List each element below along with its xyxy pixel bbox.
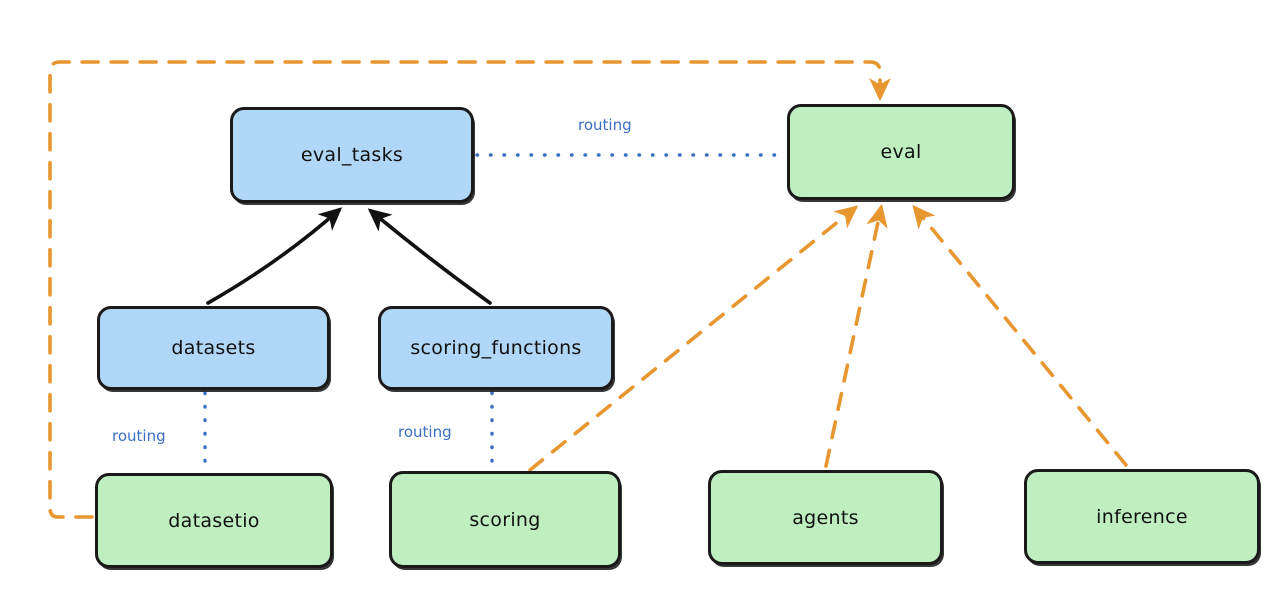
- edge-datasets-eval-tasks: [206, 207, 343, 305]
- node-datasets[interactable]: datasets: [97, 306, 330, 390]
- edge-scoring-eval: [528, 205, 859, 472]
- node-label: agents: [792, 506, 859, 529]
- node-datasetio[interactable]: datasetio: [95, 473, 333, 568]
- node-scoring-functions[interactable]: scoring_functions: [378, 306, 614, 390]
- edge-scoring-functions-eval-tasks: [367, 208, 492, 305]
- node-label: scoring_functions: [410, 337, 582, 359]
- node-agents[interactable]: agents: [708, 470, 943, 565]
- node-eval[interactable]: eval: [787, 104, 1015, 200]
- edge-label-routing-scoring-functions-scoring: routing: [398, 423, 452, 441]
- node-label: scoring: [469, 508, 541, 531]
- node-label: datasetio: [168, 509, 260, 532]
- node-label: inference: [1096, 505, 1188, 528]
- node-label: eval_tasks: [300, 144, 404, 166]
- edge-agents-eval: [824, 203, 888, 468]
- node-label: eval: [880, 141, 922, 163]
- node-eval-tasks[interactable]: eval_tasks: [230, 107, 474, 203]
- node-label: datasets: [171, 337, 256, 359]
- node-inference[interactable]: inference: [1024, 469, 1260, 564]
- edge-datasetio-eval: [48, 60, 891, 519]
- node-scoring[interactable]: scoring: [389, 471, 621, 568]
- edge-inference-eval: [912, 204, 1128, 467]
- edge-label-routing-eval-tasks-eval: routing: [578, 116, 632, 134]
- edge-label-routing-datasets-datasetio: routing: [112, 427, 166, 445]
